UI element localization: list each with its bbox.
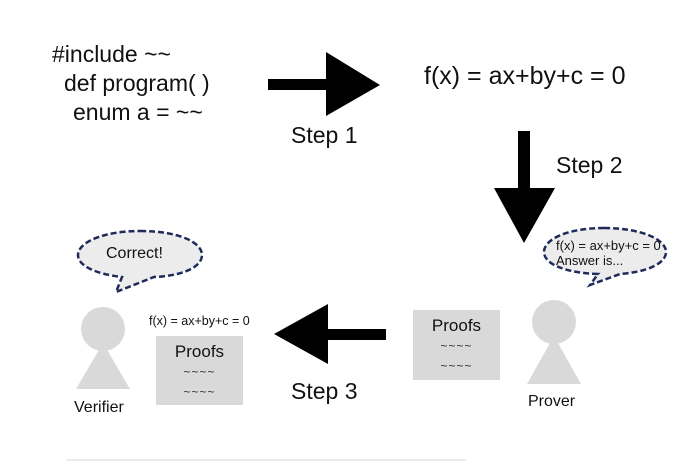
prover-proofs-title: Proofs: [431, 316, 482, 335]
verifier-person-icon: [76, 307, 130, 389]
verifier-proofs-box: Proofs ~~~~ ~~~~: [156, 336, 243, 405]
code-line-def: def program( ): [64, 70, 210, 96]
step1-label: Step 1: [291, 122, 358, 148]
prover-speech-bubble: [542, 226, 668, 288]
step3-label: Step 3: [291, 378, 358, 404]
verifier-label: Verifier: [74, 399, 124, 416]
step2-label: Step 2: [556, 152, 623, 178]
verifier-equation: f(x) = ax+by+c = 0: [149, 314, 250, 328]
verifier-proofs-title: Proofs: [174, 342, 225, 361]
code-line-include: #include ~~: [52, 41, 171, 67]
prover-label: Prover: [528, 393, 576, 410]
step1-arrow-icon: [268, 52, 380, 116]
prover-proofs-box: Proofs ~~~~ ~~~~: [413, 310, 500, 380]
prover-proofs-line1: ~~~~: [440, 339, 473, 353]
prover-bubble-answer: Answer is...: [556, 253, 624, 268]
prover-person-icon: [527, 300, 581, 384]
equation-label: f(x) = ax+by+c = 0: [424, 62, 626, 90]
bottom-divider: [66, 459, 466, 461]
prover-proofs-line2: ~~~~: [440, 359, 473, 373]
verifier-proofs-line2: ~~~~: [183, 385, 216, 399]
code-line-enum: enum a = ~~: [73, 99, 203, 125]
step3-arrow-icon: [274, 304, 386, 364]
source-code-block: #include ~~ def program( ) enum a = ~~: [52, 40, 252, 127]
verifier-speech-bubble: [76, 229, 204, 295]
verifier-bubble-text: Correct!: [106, 245, 163, 262]
prover-bubble-equation: f(x) = ax+by+c = 0: [556, 238, 661, 253]
verifier-proofs-line1: ~~~~: [183, 365, 216, 379]
step2-arrow-icon: [494, 131, 555, 243]
